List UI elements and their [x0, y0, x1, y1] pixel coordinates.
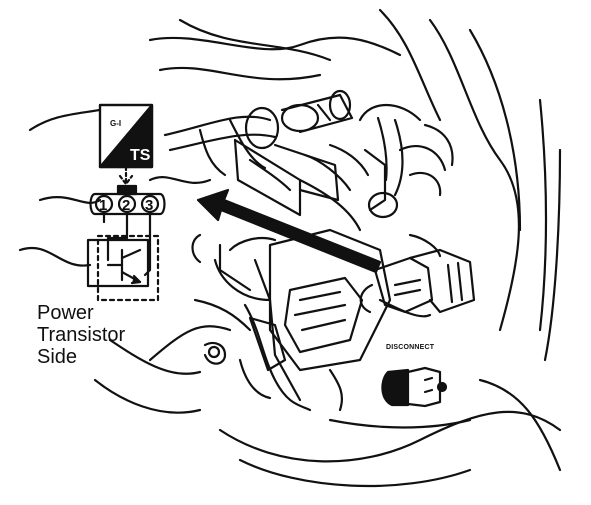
badge-top-text: G-I [110, 119, 121, 128]
engine-bay-outline [18, 8, 562, 488]
callout-arrow [196, 188, 382, 274]
coil-assembly [233, 104, 454, 232]
pin-connector-diagram [86, 184, 166, 302]
pin-3-label: 3 [145, 197, 153, 214]
badge-bottom-text: TS [130, 147, 151, 164]
ignitor-module [191, 228, 432, 412]
badge [98, 103, 154, 186]
caption-line-3: Side [37, 346, 78, 368]
caption-line-2: Transistor [37, 324, 126, 346]
connector-plug [359, 233, 476, 314]
pin-2-label: 2 [122, 197, 130, 214]
upper-hoses [163, 89, 354, 177]
pin-1-label: 1 [99, 197, 107, 214]
caption-line-1: Power [37, 302, 94, 324]
disconnect-label: DISCONNECT [386, 344, 435, 351]
disconnect-connector [381, 366, 448, 408]
diagram-caption: Power Transistor Side [37, 302, 125, 368]
